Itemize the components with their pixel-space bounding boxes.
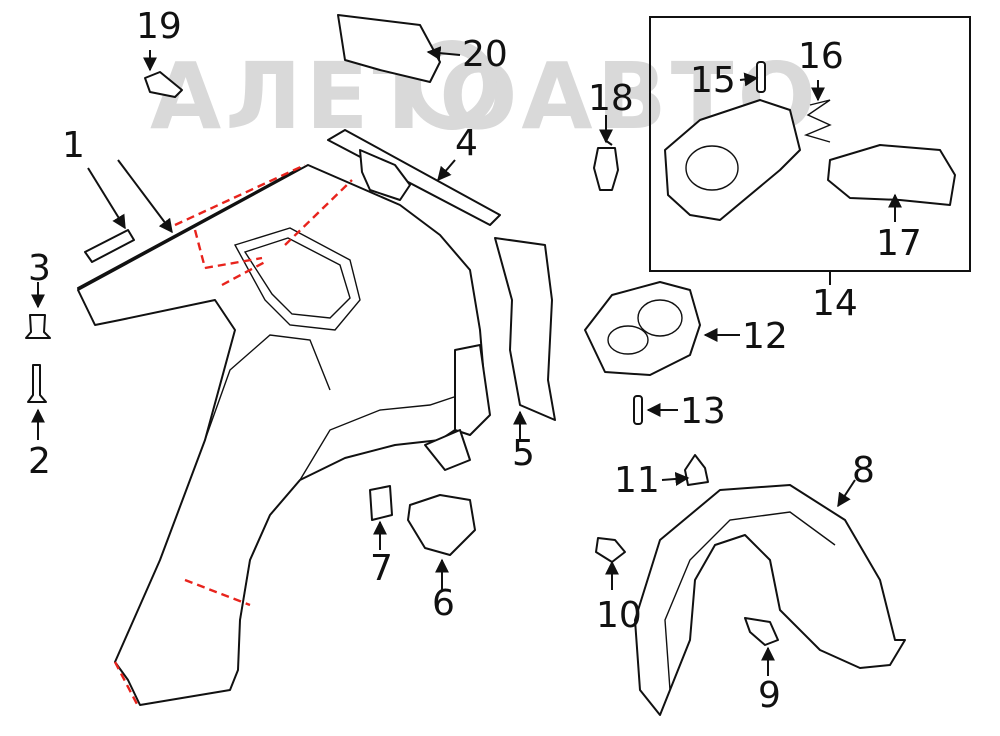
callout-labels: 1 2 3 4 5 6 7 8 9 10 11 12 13 14 15 16 1… <box>28 6 922 716</box>
callout-8: 8 <box>852 450 875 491</box>
part-4-rail <box>327 129 501 226</box>
callout-11: 11 <box>614 460 660 501</box>
callout-14: 14 <box>812 283 858 324</box>
part-8-wheelhouse-liner <box>634 484 906 716</box>
callout-2: 2 <box>28 441 51 482</box>
part-7-plate <box>369 485 393 521</box>
callout-19: 19 <box>136 6 182 47</box>
callout-6: 6 <box>432 583 455 624</box>
part-10-clip <box>595 537 626 563</box>
callout-9: 9 <box>758 675 781 716</box>
callout-16: 16 <box>798 36 844 77</box>
callout-5: 5 <box>512 433 535 474</box>
part-11-clip <box>684 454 709 486</box>
part-9-screw <box>744 617 779 646</box>
quarter-panel <box>77 163 491 707</box>
callout-7: 7 <box>370 548 393 589</box>
part-18-sensor <box>593 147 619 191</box>
part-20-plate <box>337 14 441 83</box>
callout-17: 17 <box>876 223 922 264</box>
part-2-bolt <box>27 364 47 403</box>
part-13-pin <box>633 395 643 425</box>
callout-1: 1 <box>62 125 85 166</box>
group-14-box <box>649 16 971 272</box>
part-5-reinforcement <box>494 237 556 421</box>
callout-12: 12 <box>742 316 788 357</box>
callout-3: 3 <box>28 248 51 289</box>
part-3-clip <box>25 314 51 339</box>
leader-lines <box>31 46 902 676</box>
part-12-filler-housing <box>584 281 701 376</box>
callout-15: 15 <box>690 60 736 101</box>
part-6-bracket <box>407 494 476 556</box>
callout-4: 4 <box>455 123 478 164</box>
part-19-bolt <box>144 71 183 98</box>
callout-20: 20 <box>462 34 508 75</box>
callout-10: 10 <box>596 595 642 636</box>
callout-18: 18 <box>588 78 634 119</box>
callout-13: 13 <box>680 391 726 432</box>
